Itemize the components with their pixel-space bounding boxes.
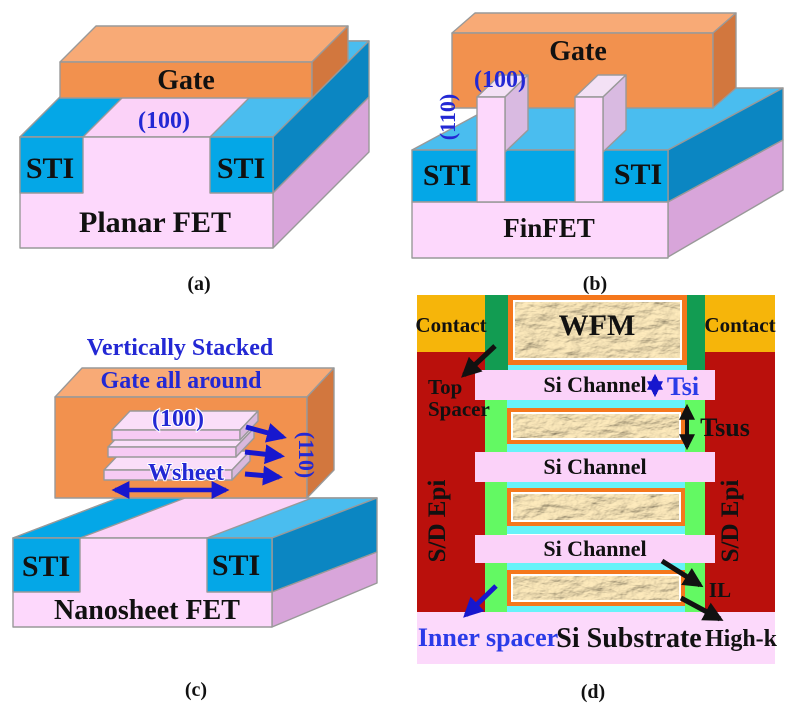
contact-right-block bbox=[705, 295, 775, 352]
device-name-label: Planar FET bbox=[79, 206, 231, 239]
sti-front-band bbox=[411, 149, 669, 203]
sti-left-label: STI bbox=[22, 550, 70, 583]
il-strip-1-bottom bbox=[507, 444, 685, 452]
sti-right-block bbox=[209, 136, 274, 194]
si-channel-label-2: Si Channel bbox=[543, 454, 646, 479]
sti-left-block bbox=[19, 136, 84, 194]
high-k-arrow bbox=[679, 595, 724, 622]
fin-1-front-face bbox=[476, 96, 506, 203]
tsus-label: Tsus bbox=[700, 413, 750, 442]
inner-spacer-label: Inner spacer bbox=[418, 623, 558, 652]
top-spacer-column-left bbox=[485, 295, 508, 372]
sti-right-label: STI bbox=[614, 158, 662, 191]
si-substrate-label: Si Substrate bbox=[556, 623, 701, 654]
sd-epi-left-label: S/D Epi bbox=[424, 480, 451, 563]
top-spacer-label-line1: Top bbox=[428, 375, 462, 399]
sti-right-label: STI bbox=[217, 152, 265, 185]
sti-left-label: STI bbox=[26, 152, 74, 185]
crystal-plane-100-label: (100) bbox=[152, 406, 204, 432]
il-strip-1-top bbox=[507, 400, 685, 408]
wsheet-label: Wsheet bbox=[148, 460, 224, 486]
panel-a-planar-fet: Gate (100) STI STI Planar FET (a) bbox=[19, 25, 370, 295]
gate-side-face bbox=[311, 25, 349, 99]
panel-caption: (c) bbox=[185, 679, 207, 701]
contact-left-label: Contact bbox=[415, 313, 486, 337]
crystal-plane-100-label: (100) bbox=[474, 67, 526, 93]
nanosheet-3-side bbox=[231, 450, 251, 481]
sti-right-block bbox=[206, 537, 273, 593]
si-channel-bar-2 bbox=[475, 452, 715, 482]
device-name-label: FinFET bbox=[503, 213, 595, 243]
sti-left-label: STI bbox=[423, 159, 471, 192]
il-strip-2-top bbox=[507, 482, 685, 488]
il-strip-3-bottom bbox=[507, 606, 685, 612]
device-name-label: Nanosheet FET bbox=[54, 595, 240, 626]
contact-right-label: Contact bbox=[704, 313, 775, 337]
crystal-plane-110-label: (110) bbox=[294, 432, 319, 478]
panel-caption: (d) bbox=[581, 681, 605, 703]
il-strip-3-top bbox=[507, 563, 685, 570]
wfm-bar-1-metal bbox=[513, 414, 679, 438]
gate-front-face bbox=[59, 61, 313, 99]
wfm-bar-2-metal bbox=[513, 494, 679, 520]
tsi-label: Tsi bbox=[667, 372, 699, 401]
sti-left-block bbox=[12, 537, 81, 593]
gate-top-face bbox=[451, 12, 737, 34]
wfm-label: WFM bbox=[559, 309, 636, 342]
il-label: IL bbox=[709, 578, 731, 602]
si-channel-label-1: Si Channel bbox=[543, 372, 646, 397]
wfm-top-block-metal bbox=[515, 302, 680, 358]
panel-caption: (a) bbox=[187, 273, 210, 295]
sd-epi-left-region bbox=[417, 352, 485, 612]
sd-epi-right-label: S/D Epi bbox=[717, 480, 744, 563]
sti-right-label: STI bbox=[212, 549, 260, 582]
il-strip-2-bottom bbox=[507, 526, 685, 534]
die-front-face bbox=[411, 201, 669, 259]
gate-side-face bbox=[306, 367, 335, 499]
panel-caption: (b) bbox=[583, 273, 607, 295]
high-k-label: High-k bbox=[705, 626, 778, 652]
plane-110-arrow-1 bbox=[245, 423, 287, 443]
plane-110-arrow-3 bbox=[244, 465, 283, 486]
si-channel-bar-3 bbox=[475, 535, 715, 563]
gate-top-face bbox=[59, 25, 349, 63]
top-spacer-column-right bbox=[685, 295, 705, 372]
gate-label: Gate bbox=[549, 36, 607, 67]
stack-title-line1: Vertically Stacked bbox=[87, 335, 274, 361]
si-channel-label-3: Si Channel bbox=[543, 536, 646, 561]
panel-b-finfet: Gate (100) (110) STI STI FinFET (b) bbox=[411, 12, 784, 295]
il-arrow bbox=[660, 558, 704, 588]
interfacial-layer-strip-0 bbox=[508, 365, 687, 372]
stack-title-line2: Gate all around bbox=[101, 368, 263, 394]
wfm-bar-3-metal bbox=[513, 576, 679, 600]
gate-side-face bbox=[712, 12, 737, 109]
inner-spacer-arrow bbox=[463, 584, 498, 618]
fin-2-front-face bbox=[574, 96, 604, 203]
top-spacer-label-line2: Spacer bbox=[428, 397, 490, 421]
gate-label: Gate bbox=[157, 65, 215, 96]
sd-epi-right-region bbox=[705, 352, 775, 612]
panel-c-nanosheet-fet: Vertically Stacked Gate all around (100)… bbox=[12, 335, 378, 701]
crystal-plane-100-label: (100) bbox=[138, 108, 190, 134]
crystal-plane-110-label: (110) bbox=[435, 94, 460, 140]
panel-d-cross-section: Contact Contact WFM Top Spacer Si Channe… bbox=[415, 295, 778, 703]
nanosheet-2-side bbox=[235, 427, 255, 458]
inner-spacer-column-left bbox=[485, 398, 507, 612]
contact-left-block bbox=[417, 295, 485, 352]
plane-110-arrow-2 bbox=[244, 444, 285, 465]
si-channel-bar-1 bbox=[475, 370, 715, 400]
nanosheet-2-front bbox=[107, 446, 237, 458]
top-spacer-arrow bbox=[461, 344, 497, 378]
